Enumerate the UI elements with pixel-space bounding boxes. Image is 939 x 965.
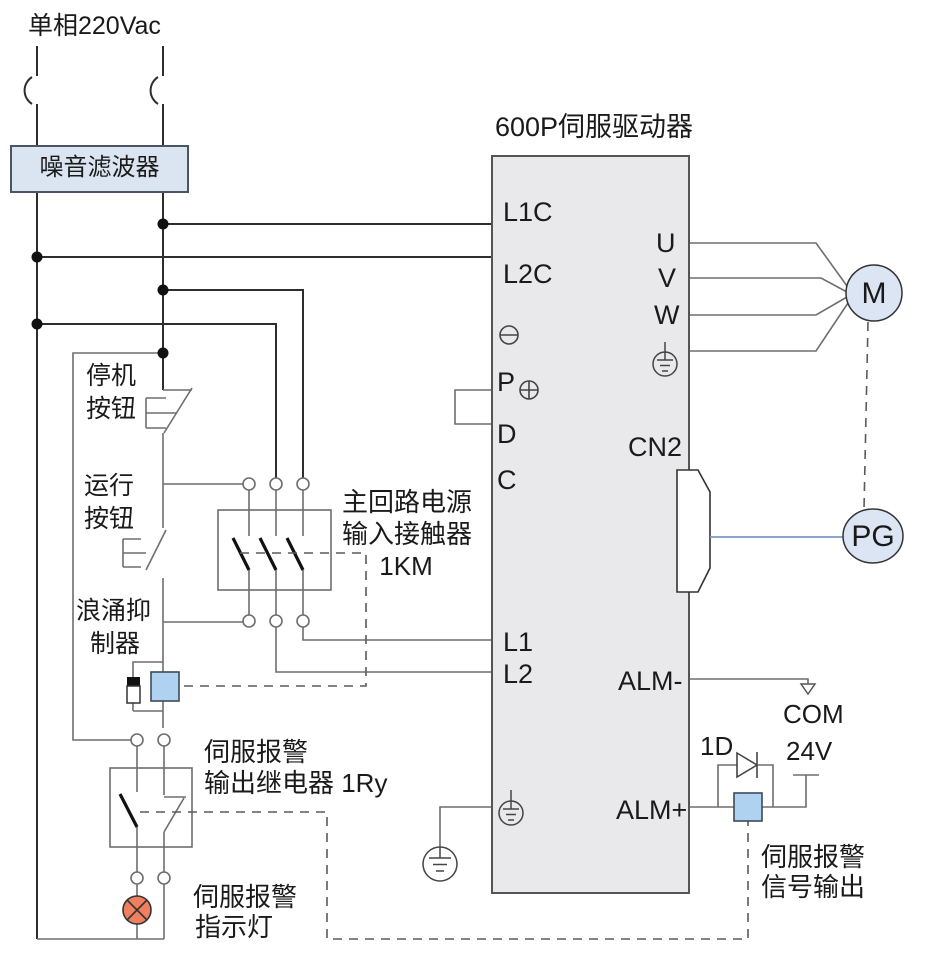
surge-label-2: 制器 [90,630,141,658]
terminal-circles [130,477,310,885]
encoder-label: PG [851,520,895,553]
terminal-alm-minus: ALM- [618,666,683,696]
earth-ground-icon [422,846,458,882]
relay-label-2: 输出继电器 1Ry [204,768,388,798]
dashed-links [140,321,869,940]
terminal-l1c: L1C [503,197,553,227]
terminal-u: U [656,228,676,258]
noise-filter-box [10,145,189,193]
junction-dots [31,218,169,359]
plus-terminal-icon [519,380,539,400]
lamp-label-1: 伺服报警 [193,882,298,912]
surge-label-1: 浪涌抑 [76,597,152,625]
control-wiring [37,242,849,940]
diode-icon [736,751,759,779]
contactor-label-3: 1KM [379,551,433,581]
terminal-l2: L2 [503,659,534,689]
breaker-left-icon [23,76,33,105]
contactor-label-1: 主回路电源 [342,487,473,517]
v24-label: 24V [786,736,833,766]
diode-label: 1D [700,731,734,761]
contactor-label-2: 输入接触器 [342,519,473,549]
panel-ground-icon [498,790,524,826]
mains-wiring [36,46,492,939]
terminal-l1: L1 [503,627,534,657]
alarm-output-label-2: 信号输出 [761,872,866,902]
terminal-p: P [497,367,516,397]
motor-ground-icon [652,342,678,377]
minus-terminal-icon [499,325,519,345]
alarm-signal-box [733,792,763,822]
encoder-circle [842,508,904,564]
terminal-v: V [658,263,677,293]
com-label: COM [783,699,844,729]
motor-label: M [861,277,887,310]
cn2-connector [676,469,711,593]
stop-button-label-1: 停机 [86,362,137,390]
drive-box [491,155,690,894]
contactor-coil-box [150,671,180,702]
com-arrow-icon [799,683,817,696]
terminal-c: C [497,465,517,495]
terminal-d: D [497,419,517,449]
lamp-label-2: 指示灯 [195,912,274,942]
run-button-label-2: 按钮 [84,505,135,533]
run-button-label-1: 运行 [84,472,135,500]
drive-title: 600P伺服驱动器 [495,112,694,142]
terminal-l2c: L2C [503,259,553,289]
terminal-cn2: CN2 [628,432,683,462]
relay-label-1: 伺服报警 [204,737,309,767]
alarm-lamp-icon [122,895,152,925]
supply-label: 单相220Vac [28,12,161,40]
terminal-alm-plus: ALM+ [616,795,688,825]
breaker-right-icon [149,76,159,105]
contact-blades [118,537,305,828]
motor-circle [845,264,903,322]
alarm-output-label-1: 伺服报警 [761,842,866,872]
noise-filter-label: 噪音滤波器 [39,154,160,181]
surge-suppressor-icon [126,677,141,704]
terminal-w: W [654,300,680,330]
stop-button-label-2: 按钮 [86,395,137,423]
